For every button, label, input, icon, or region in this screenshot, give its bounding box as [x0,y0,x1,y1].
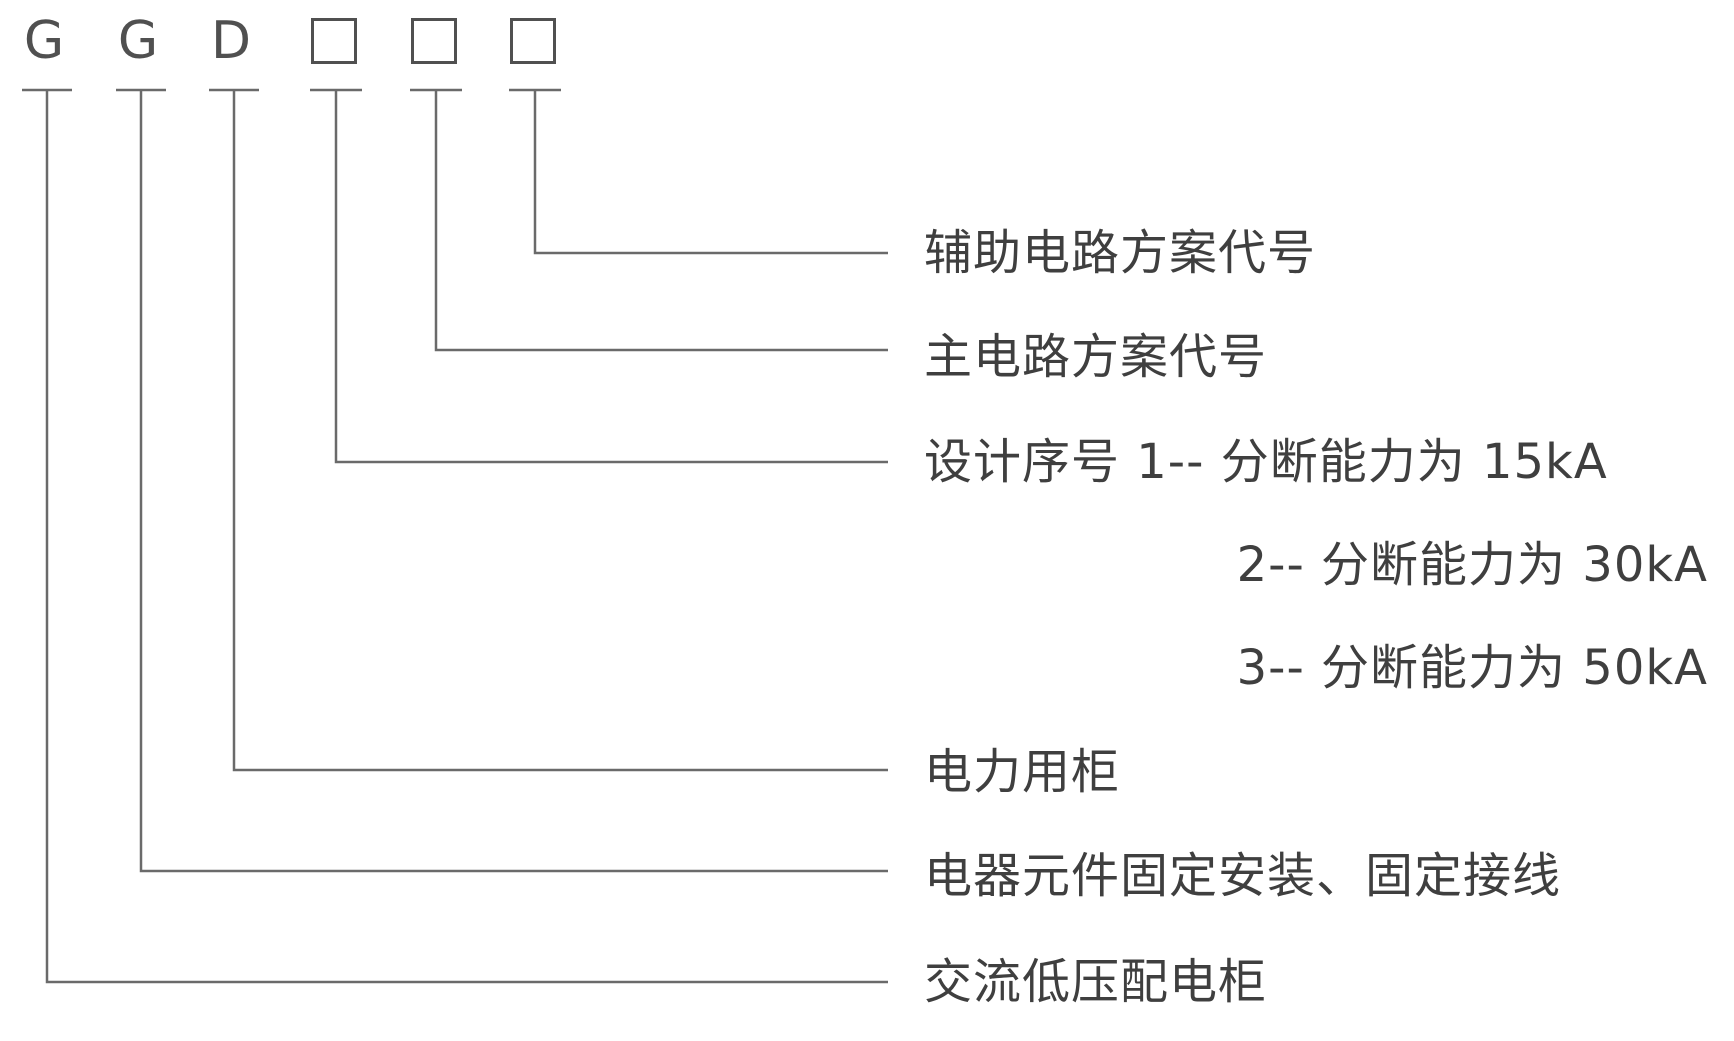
desc-power-cabinet: 电力用柜 [924,744,1121,800]
code-letter-g1: G [23,11,65,71]
desc-design-serial: 设计序号 1-- 分断能力为 15kA [924,434,1608,490]
desc-fixed-install: 电器元件固定安装、固定接线 [924,848,1562,904]
desc-aux-circuit: 辅助电路方案代号 [924,225,1317,281]
desc-design-serial-3: 3-- 分断能力为 50kA [1236,640,1708,696]
connector-aux-circuit [533,90,888,255]
desc-ac-lv-cabinet: 交流低压配电柜 [924,954,1268,1010]
desc-main-circuit: 主电路方案代号 [924,329,1268,385]
connector-power-cabinet [232,90,888,772]
connector-fixed-install [139,90,888,873]
code-placeholder-box-2 [411,18,457,64]
connector-main-circuit [434,90,888,352]
code-letter-d: D [210,11,252,71]
connector-ac-lv-cabinet [45,90,888,984]
connector-design-serial [334,90,888,464]
code-letter-g2: G [117,11,159,71]
code-placeholder-box-1 [311,18,357,64]
desc-design-serial-2: 2-- 分断能力为 30kA [1236,537,1708,593]
code-placeholder-box-3 [510,18,556,64]
